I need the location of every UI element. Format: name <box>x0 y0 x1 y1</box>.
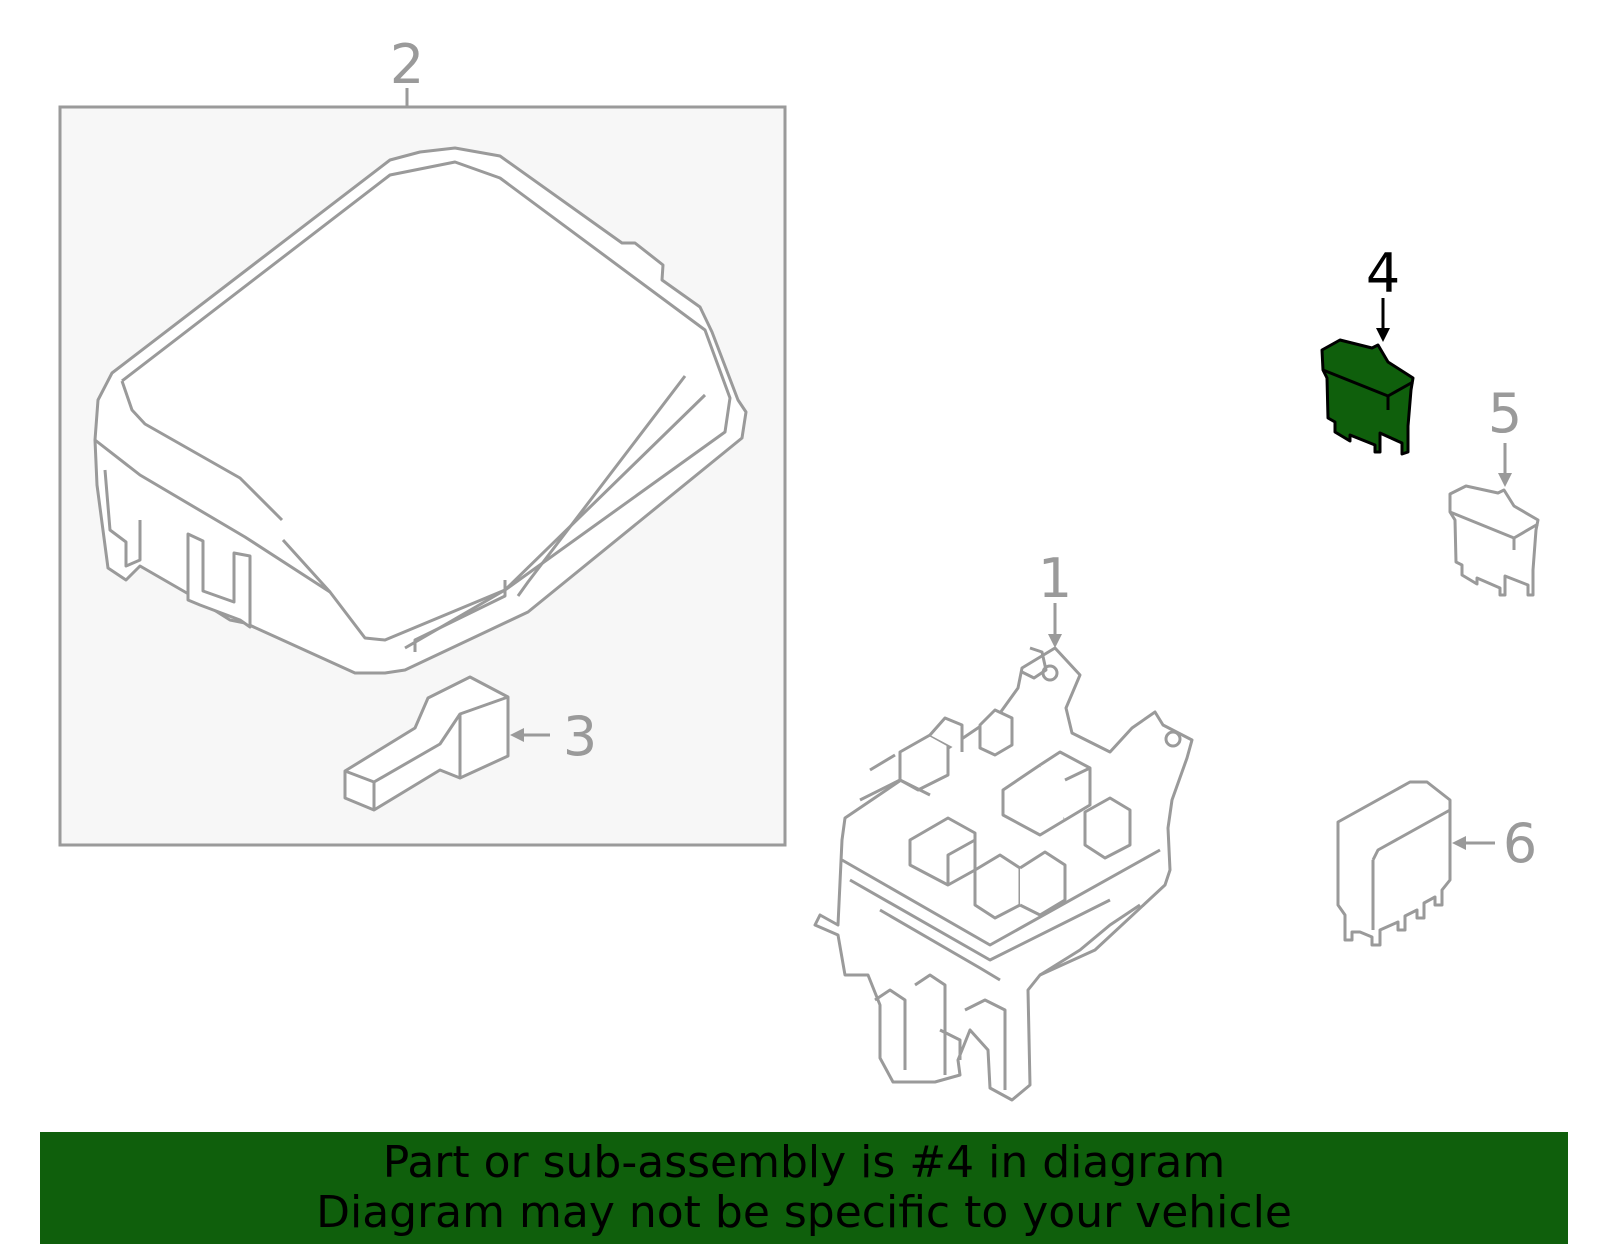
callout-5-label: 5 <box>1488 382 1522 445</box>
callout-4-arrow <box>1376 328 1390 342</box>
part-3-clip[interactable] <box>343 675 510 812</box>
callout-6-label: 6 <box>1503 812 1537 875</box>
callout-3-label: 3 <box>563 705 597 768</box>
callout-4-label: 4 <box>1366 242 1400 305</box>
part-6-relay[interactable] <box>1336 780 1452 947</box>
part-4-fuse-highlighted[interactable] <box>1320 338 1415 456</box>
banner-line-1: Part or sub-assembly is #4 in diagram <box>382 1137 1226 1188</box>
callout-1-label: 1 <box>1038 547 1072 610</box>
banner-line-2: Diagram may not be specific to your vehi… <box>316 1187 1292 1238</box>
info-banner: Part or sub-assembly is #4 in diagram Di… <box>40 1132 1568 1244</box>
part-5-fuse[interactable] <box>1448 484 1540 597</box>
part-2-cover[interactable] <box>93 146 748 675</box>
callout-3-arrow <box>510 728 524 742</box>
callout-1-arrow <box>1048 634 1062 648</box>
callout-6-arrow <box>1452 836 1466 850</box>
callout-5-arrow <box>1498 473 1512 487</box>
callout-2-label: 2 <box>390 33 424 96</box>
part-1-fuse-box[interactable] <box>813 646 1194 1102</box>
